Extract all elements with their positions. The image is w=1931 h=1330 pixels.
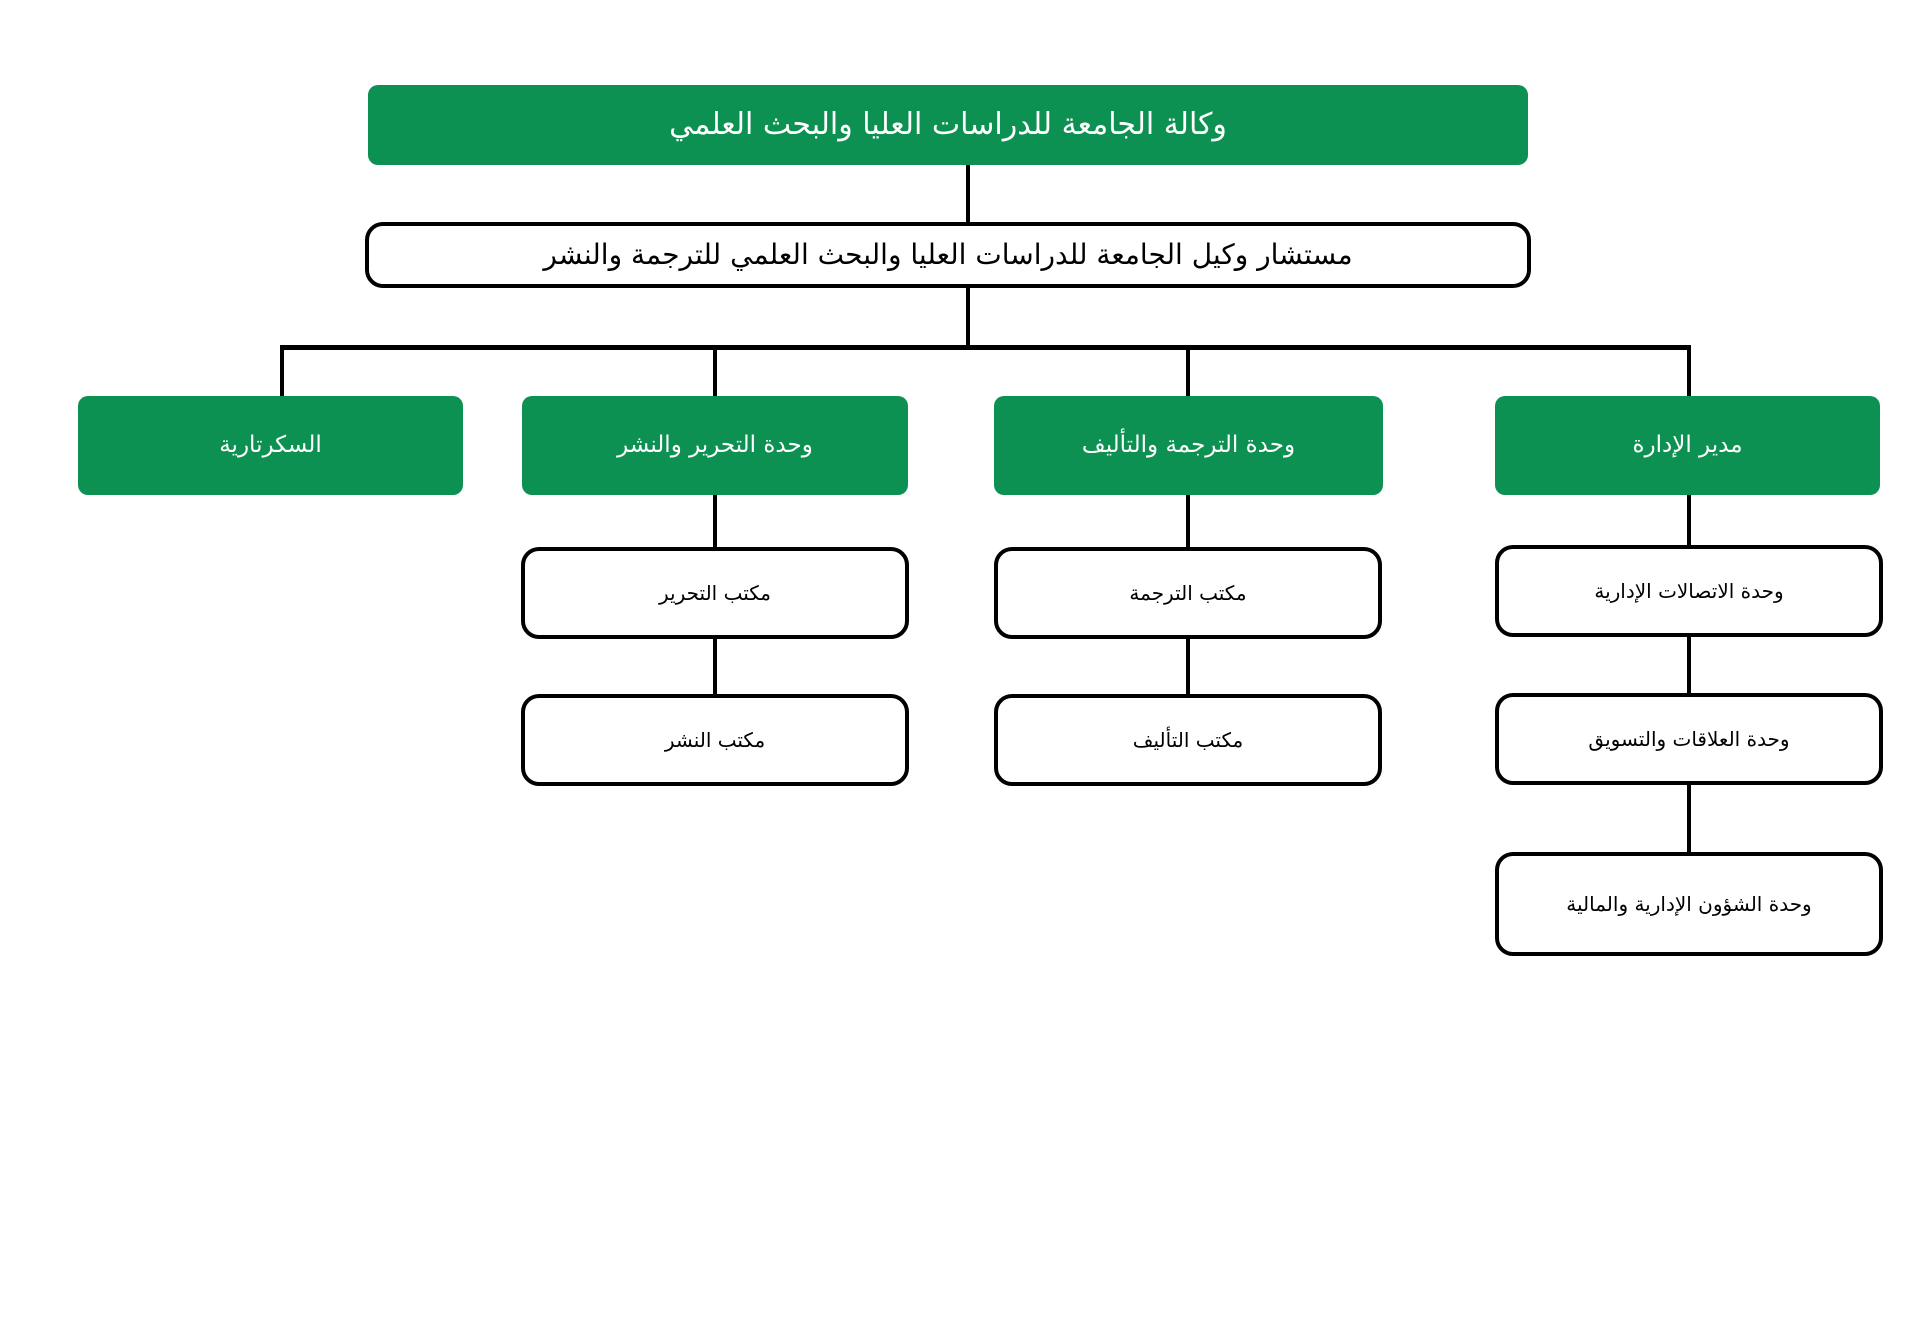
- node-secretariat[interactable]: السكرتارية: [78, 396, 463, 495]
- node-editing-publishing-unit-label: وحدة التحرير والنشر: [617, 431, 813, 458]
- node-authoring-office-label: مكتب التأليف: [1132, 727, 1244, 752]
- connector-root-to-advisor: [966, 165, 970, 222]
- node-translation-office[interactable]: مكتب الترجمة: [994, 547, 1382, 639]
- node-translation-office-label: مكتب الترجمة: [1129, 580, 1247, 605]
- node-authoring-office[interactable]: مكتب التأليف: [994, 694, 1382, 786]
- node-relations-marketing-unit-label: وحدة العلاقات والتسويق: [1588, 726, 1790, 751]
- connector-bus-to-secretariat: [280, 345, 284, 396]
- node-advisor-label: مستشار وكيل الجامعة للدراسات العليا والب…: [543, 238, 1353, 272]
- connector-bus-to-administration: [1687, 345, 1691, 396]
- node-publishing-office-label: مكتب النشر: [664, 727, 766, 752]
- connector-administration-to-communications-unit: [1687, 495, 1691, 545]
- node-editing-publishing-unit[interactable]: وحدة التحرير والنشر: [522, 396, 908, 495]
- connector-bus-to-translation-unit: [1186, 345, 1190, 396]
- connector-editing-to-editing-office: [713, 495, 717, 547]
- connector-translation-to-translation-office: [1186, 495, 1190, 547]
- node-editing-office[interactable]: مكتب التحرير: [521, 547, 909, 639]
- node-editing-office-label: مكتب التحرير: [658, 580, 772, 605]
- node-advisor[interactable]: مستشار وكيل الجامعة للدراسات العليا والب…: [365, 222, 1531, 288]
- node-secretariat-label: السكرتارية: [219, 431, 322, 458]
- node-administrative-communications-unit-label: وحدة الاتصالات الإدارية: [1594, 578, 1784, 603]
- node-translation-authoring-unit-label: وحدة الترجمة والتأليف: [1081, 431, 1296, 458]
- connector-bus-to-editing-unit: [713, 345, 717, 396]
- node-administrative-communications-unit[interactable]: وحدة الاتصالات الإدارية: [1495, 545, 1883, 637]
- connector-horizontal-bus: [280, 345, 1689, 350]
- node-administrative-financial-affairs-unit-label: وحدة الشؤون الإدارية والمالية: [1566, 891, 1812, 916]
- node-root-agency-label: وكالة الجامعة للدراسات العليا والبحث الع…: [669, 106, 1227, 142]
- node-root-agency[interactable]: وكالة الجامعة للدراسات العليا والبحث الع…: [368, 85, 1528, 165]
- connector-relations-to-affairs-unit: [1687, 785, 1691, 852]
- node-publishing-office[interactable]: مكتب النشر: [521, 694, 909, 786]
- connector-advisor-to-bus: [966, 288, 970, 345]
- node-relations-marketing-unit[interactable]: وحدة العلاقات والتسويق: [1495, 693, 1883, 785]
- node-administration-manager-label: مدير الإدارة: [1632, 431, 1743, 458]
- node-administrative-financial-affairs-unit[interactable]: وحدة الشؤون الإدارية والمالية: [1495, 852, 1883, 956]
- connector-communications-to-relations-unit: [1687, 637, 1691, 693]
- connector-editing-office-to-publishing-office: [713, 639, 717, 694]
- node-translation-authoring-unit[interactable]: وحدة الترجمة والتأليف: [994, 396, 1383, 495]
- node-administration-manager[interactable]: مدير الإدارة: [1495, 396, 1880, 495]
- connector-translation-office-to-authoring-office: [1186, 639, 1190, 694]
